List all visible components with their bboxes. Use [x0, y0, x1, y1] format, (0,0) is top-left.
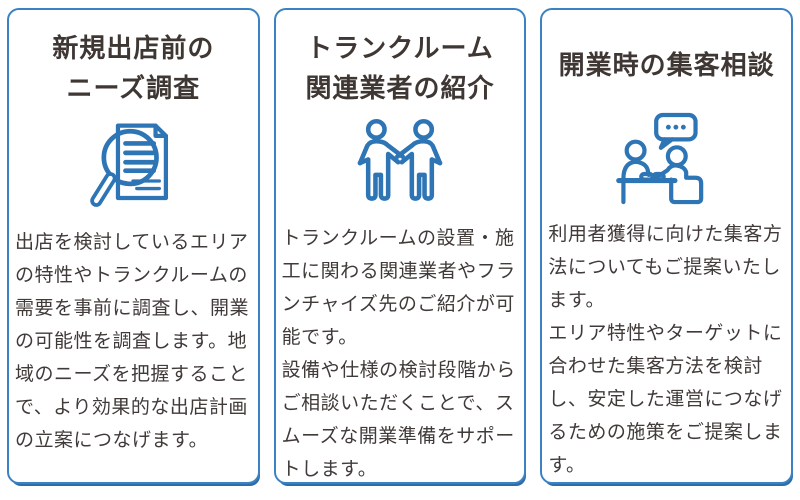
card-paragraph: トランクルームの設置・施工に関わる関連業者やフランチャイズ先のご紹介が可能です。 — [281, 228, 516, 348]
card-body: 出店を検討しているエリアの特性やトランクルームの需要を事前に調査し、開業の可能性… — [9, 226, 258, 457]
service-card-customer-attraction: 開業時の集客相談 — [540, 8, 794, 484]
card-body: トランクルームの設置・施工に関わる関連業者やフランチャイズ先のご紹介が可能です。… — [276, 222, 525, 482]
service-card-related-businesses: トランクルーム 関連業者の紹介 トランクルームの設置・施工に関わる関連業者やフラ… — [273, 8, 527, 484]
card-paragraph: 出店を検討しているエリアの特性やトランクルームの需要を事前に調査し、開業の可能性… — [15, 232, 250, 451]
card-title: 開業時の集客相談 — [558, 50, 775, 80]
service-card-needs-survey: 新規出店前の ニーズ調査 出店を検討しているエリアの特性やトランクルームの需要を… — [7, 8, 260, 484]
document-magnifier-icon — [86, 118, 180, 214]
handshake-icon — [350, 118, 450, 210]
card-paragraph: エリア特性やターゲットに合わせた集客方法を検討し、安定した運営につなげるための施… — [548, 323, 783, 476]
consultation-icon — [615, 112, 718, 206]
card-title: 新規出店前の ニーズ調査 — [52, 33, 215, 103]
card-paragraph: 設備や仕様の検討段階からご相談いただくことで、スムーズな開業準備をサポートします… — [281, 360, 516, 480]
card-paragraph: 利用者獲得に向けた集客方法についてもご提案いたします。 — [548, 224, 783, 311]
card-body: 利用者獲得に向けた集客方法についてもご提案いたします。 エリア特性やターゲットに… — [542, 218, 791, 482]
card-title: トランクルーム 関連業者の紹介 — [305, 33, 495, 103]
